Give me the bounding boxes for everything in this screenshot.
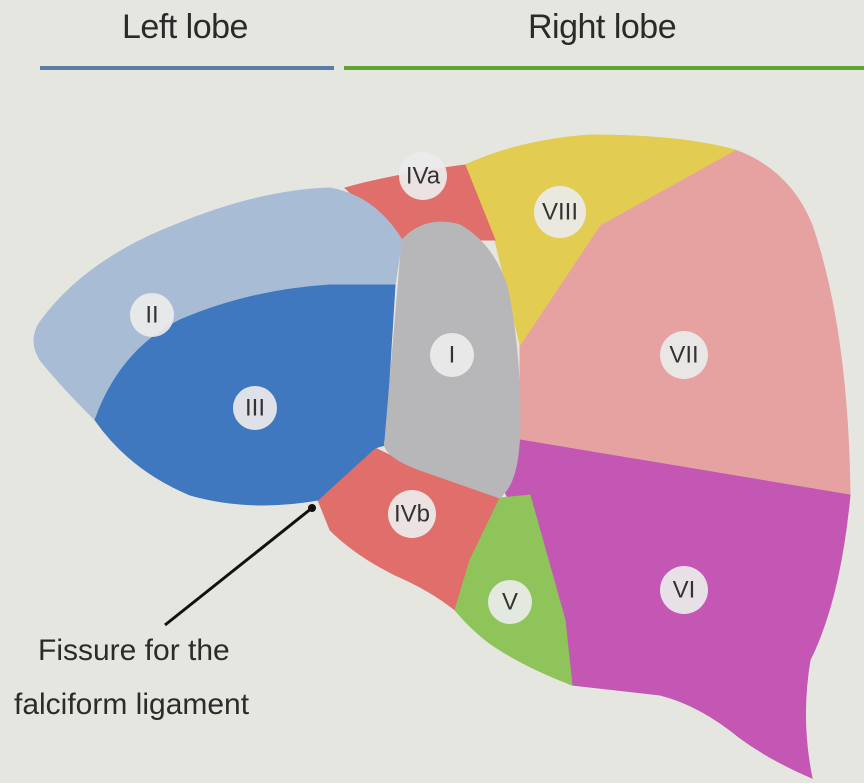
label-I: I	[430, 333, 474, 377]
segment-label-VIII: VIII	[542, 199, 578, 226]
segment-label-IVa: IVa	[406, 163, 441, 190]
label-VII: VII	[660, 331, 708, 379]
label-IVa: IVa	[399, 152, 447, 200]
segment-label-IVb: IVb	[394, 501, 430, 528]
label-V: V	[488, 580, 532, 624]
label-VI: VI	[660, 566, 708, 614]
segment-label-II: II	[145, 302, 158, 329]
fissure-pointer-line	[165, 508, 312, 625]
label-III: III	[233, 386, 277, 430]
label-IVb: IVb	[388, 490, 436, 538]
label-VIII: VIII	[534, 186, 586, 238]
fissure-caption-line2: falciform ligament	[14, 690, 249, 720]
segment-label-V: V	[502, 589, 518, 616]
label-II: II	[130, 293, 174, 337]
segment-label-VI: VI	[673, 577, 696, 604]
segment-label-III: III	[245, 395, 265, 422]
segment-label-VII: VII	[669, 342, 698, 369]
fissure-pointer-dot	[308, 504, 316, 512]
fissure-caption-line1: Fissure for the	[38, 636, 230, 666]
segment-label-I: I	[449, 342, 456, 369]
